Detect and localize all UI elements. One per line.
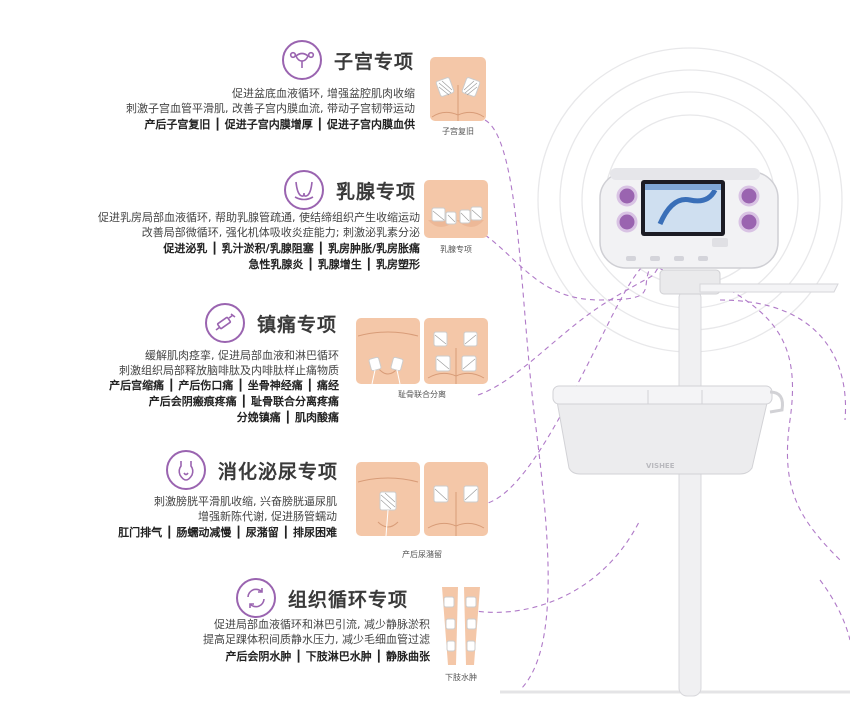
section-uterus-desc: 促进盆底血液循环, 增强盆腔肌肉收缩 刺激子宫血管平滑肌, 改善子宫内膜血流, …: [126, 86, 415, 116]
tag-line: 产后宫缩痛 ┃ 产后伤口痛 ┃ 坐骨神经痛 ┃ 痛经: [109, 379, 339, 392]
thumb-caption: 乳腺专项: [440, 245, 472, 254]
thumb-legs: [436, 587, 486, 667]
desc-line: 缓解肌肉痉挛, 促进局部血液和淋巴循环: [145, 349, 339, 362]
thumb-urinary-front: [356, 462, 420, 536]
device-pole: [678, 289, 702, 697]
tag-line: 产后会阴水肿 ┃ 下肢淋巴水肿 ┃ 静脉曲张: [225, 650, 430, 663]
thumb-caption: 产后尿潴留: [402, 550, 442, 559]
basket-brand-text: VISHEE: [646, 462, 675, 470]
section-circulation-desc: 促进局部血液循环和淋巴引流, 减少静脉淤积 提高足踝体积间质静水压力, 减少毛细…: [203, 617, 430, 647]
knob-right-bottom: [738, 211, 760, 233]
thumb-caption: 子宫复旧: [442, 127, 474, 136]
knob-left-bottom: [616, 211, 638, 233]
device-screen: [645, 184, 721, 232]
knob-right-top: [738, 185, 760, 207]
section-breast-tags: 促进泌乳 ┃ 乳汁淤积/乳腺阻塞 ┃ 乳房肿胀/乳房胀痛 急性乳腺炎 ┃ 乳腺增…: [163, 241, 420, 273]
tag-line: 肛门排气 ┃ 肠蠕动减慢 ┃ 尿潴留 ┃ 排尿困难: [118, 526, 337, 539]
uterus-icon: [282, 40, 322, 80]
tag-line: 产后子宫复旧 ┃ 促进子宫内膜增厚 ┃ 促进子宫内膜血供: [144, 118, 415, 131]
side-tray: [699, 283, 839, 293]
section-urinary-header: 消化泌尿专项: [166, 450, 338, 490]
knob-left-top: [616, 185, 638, 207]
section-uterus-tags: 产后子宫复旧 ┃ 促进子宫内膜增厚 ┃ 促进子宫内膜血供: [144, 117, 415, 133]
desc-line: 刺激子宫血管平滑肌, 改善子宫内膜血流, 带动子宫韧带运动: [126, 102, 415, 115]
tag-line: 促进泌乳 ┃ 乳汁淤积/乳腺阻塞 ┃ 乳房肿胀/乳房胀痛: [163, 242, 420, 255]
section-urinary-desc: 刺激膀胱平滑肌收缩, 兴奋膀胱逼尿肌 增强新陈代谢, 促进肠管蠕动: [154, 494, 337, 524]
section-circulation-header: 组织循环专项: [236, 578, 408, 618]
desc-line: 促进乳房局部血液循环, 帮助乳腺管疏通, 使结缔组织产生收缩运动: [98, 211, 420, 224]
tag-line: 产后会阴瘢痕疼痛 ┃ 耻骨联合分离疼痛: [148, 395, 339, 408]
section-urinary-tags: 肛门排气 ┃ 肠蠕动减慢 ┃ 尿潴留 ┃ 排尿困难: [118, 525, 337, 541]
thumb-urinary-back: [424, 462, 488, 536]
section-pain-desc: 缓解肌肉痉挛, 促进局部血液和淋巴循环 刺激组织局部释放脑啡肽及内啡肽样止痛物质: [119, 348, 339, 378]
device-ports: [626, 256, 708, 261]
thumb-pain-front: [356, 318, 420, 384]
section-uterus-header: 子宫专项: [282, 40, 414, 80]
desc-line: 刺激膀胱平滑肌收缩, 兴奋膀胱逼尿肌: [154, 495, 337, 508]
thumb-breast: [424, 180, 488, 238]
section-title: 组织循环专项: [288, 588, 409, 611]
thumb-caption: 耻骨联合分离: [398, 390, 446, 399]
desc-line: 改善局部微循环, 强化机体吸收炎症能力; 刺激泌乳素分泌: [141, 226, 420, 239]
desc-line: 增强新陈代谢, 促进肠管蠕动: [198, 510, 337, 523]
desc-line: 促进盆底血液循环, 增强盆腔肌肉收缩: [232, 87, 415, 100]
desc-line: 刺激组织局部释放脑啡肽及内啡肽样止痛物质: [119, 364, 339, 377]
desc-line: 提高足踝体积间质静水压力, 减少毛细血管过滤: [203, 633, 430, 646]
device-basket: [554, 389, 771, 475]
section-breast-desc: 促进乳房局部血液循环, 帮助乳腺管疏通, 使结缔组织产生收缩运动 改善局部微循环…: [98, 210, 420, 240]
section-pain-header: 镇痛专项: [205, 303, 337, 343]
section-title: 子宫专项: [334, 50, 415, 73]
device: VISHEE: [552, 168, 839, 697]
section-title: 乳腺专项: [336, 180, 417, 203]
thumb-uterus: [430, 57, 486, 121]
syringe-icon: [205, 303, 245, 343]
breast-icon: [284, 170, 324, 210]
section-title: 消化泌尿专项: [218, 460, 339, 483]
electrode-leads: [469, 119, 850, 691]
section-breast-header: 乳腺专项: [284, 170, 416, 210]
tag-line: 分娩镇痛 ┃ 肌肉酸痛: [236, 411, 339, 424]
section-pain-tags: 产后宫缩痛 ┃ 产后伤口痛 ┃ 坐骨神经痛 ┃ 痛经 产后会阴瘢痕疼痛 ┃ 耻骨…: [109, 378, 339, 426]
desc-line: 促进局部血液循环和淋巴引流, 减少静脉淤积: [214, 618, 430, 631]
tag-line: 急性乳腺炎 ┃ 乳腺增生 ┃ 乳房塑形: [248, 258, 420, 271]
bladder-icon: [166, 450, 206, 490]
section-title: 镇痛专项: [257, 313, 338, 336]
cycle-icon: [236, 578, 276, 618]
thumb-caption: 下肢水肿: [445, 673, 477, 682]
thumb-pain-back: [424, 318, 488, 384]
section-circulation-tags: 产后会阴水肿 ┃ 下肢淋巴水肿 ┃ 静脉曲张: [225, 649, 430, 665]
